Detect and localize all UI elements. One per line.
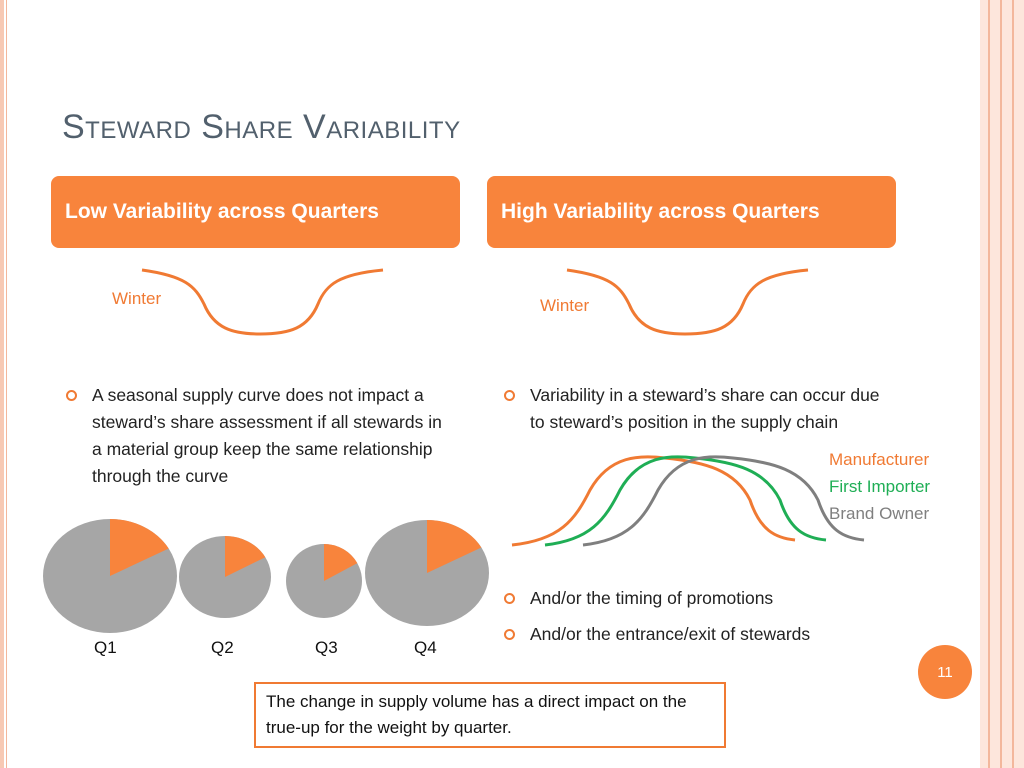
right-winter-label: Winter <box>540 296 590 315</box>
pie-label-q2: Q2 <box>211 638 234 657</box>
bullet-text: A seasonal supply curve does not impact … <box>92 385 442 486</box>
left-frame-line <box>6 0 7 768</box>
pie-label-q1: Q1 <box>94 638 117 657</box>
quarter-pies <box>43 519 489 633</box>
pie-q1-slice <box>110 519 169 576</box>
list-item: A seasonal supply curve does not impact … <box>64 382 444 490</box>
brand-owner-curve <box>582 455 865 547</box>
right-frame-line <box>1000 0 1002 768</box>
right-frame-line <box>988 0 990 768</box>
list-item: And/or the timing of promotions <box>502 580 902 616</box>
bullet-icon <box>504 629 515 640</box>
pie-label-q4: Q4 <box>414 638 437 657</box>
pie-q4-slice <box>427 520 482 573</box>
bullet-icon <box>66 390 77 401</box>
pie-q2-slice <box>225 536 266 577</box>
right-frame-line <box>1012 0 1014 768</box>
pie-label-q3: Q3 <box>315 638 338 657</box>
bullet-icon <box>504 390 515 401</box>
left-bullet-list: A seasonal supply curve does not impact … <box>64 382 444 490</box>
page-number-badge: 11 <box>918 645 972 699</box>
legend-first-importer: First Importer <box>829 477 931 496</box>
left-winter-label: Winter <box>112 289 162 308</box>
right-bullet-list-bottom: And/or the timing of promotions And/or t… <box>502 580 902 652</box>
right-bullet-list-top: Variability in a steward’s share can occ… <box>502 382 882 436</box>
bullet-text: Variability in a steward’s share can occ… <box>530 385 880 432</box>
list-item: And/or the entrance/exit of stewards <box>502 616 902 652</box>
left-frame-bar <box>0 0 4 768</box>
list-item: Variability in a steward’s share can occ… <box>502 382 882 436</box>
bullet-icon <box>504 593 515 604</box>
right-seasonal-curve <box>566 268 809 336</box>
left-seasonal-curve <box>141 268 384 336</box>
bullet-text: And/or the timing of promotions <box>530 588 774 608</box>
legend-brand-owner: Brand Owner <box>829 504 930 523</box>
high-variability-header: High Variability across Quarters <box>487 176 896 248</box>
slide-title: Steward Share Variability <box>62 108 461 146</box>
bullet-text: And/or the entrance/exit of stewards <box>530 624 811 644</box>
legend-manufacturer: Manufacturer <box>829 450 930 469</box>
right-frame-bar <box>980 0 1024 768</box>
note-box: The change in supply volume has a direct… <box>254 682 726 748</box>
low-variability-header: Low Variability across Quarters <box>51 176 460 248</box>
pie-q3-slice <box>324 544 358 581</box>
